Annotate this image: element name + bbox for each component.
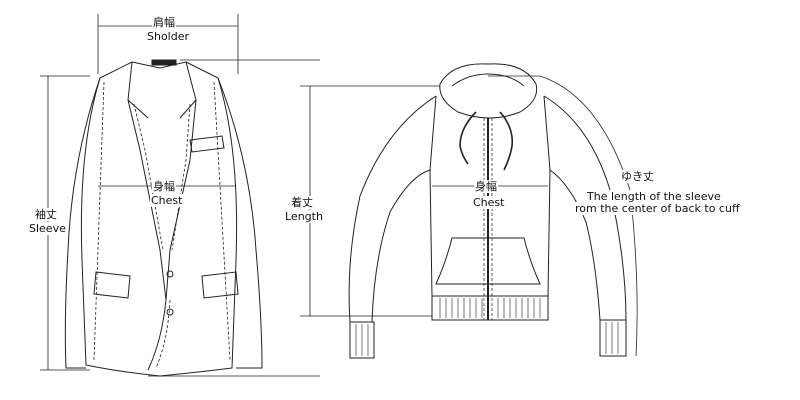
hoodie-hood-inner xyxy=(451,73,525,87)
jacket-pocket-right xyxy=(201,271,239,299)
hoodie-drawing xyxy=(348,63,627,359)
hoodie-left-cuff xyxy=(349,321,375,359)
length-guide xyxy=(300,85,440,317)
jacket-front-edge xyxy=(147,299,167,371)
jacket-left-sleeve xyxy=(64,77,101,369)
jacket-sleeve-label-en: Sleeve xyxy=(28,222,67,235)
jacket-button-lower xyxy=(166,308,174,316)
hoodie-cuff-ribs xyxy=(355,322,619,356)
jacket-button-upper xyxy=(166,270,174,278)
hoodie-yuki-label-en-line2: rom the center of back to cuff xyxy=(574,202,741,215)
jacket-sleeve-label-jp: 袖丈 xyxy=(34,208,58,221)
hoodie-hem-ribs xyxy=(439,298,541,318)
hoodie-chest-label-jp: 身幅 xyxy=(474,180,498,193)
hoodie-yuki-label-jp: ゆき丈 xyxy=(620,170,655,183)
jacket-stitching xyxy=(93,81,231,369)
hoodie-drawstring-left xyxy=(459,111,477,165)
jacket-chest-label-en: Chest xyxy=(150,194,184,207)
jacket-pocket-left xyxy=(93,271,131,299)
hoodie-chest-label-en: Chest xyxy=(472,196,506,209)
jacket-collar xyxy=(127,61,197,119)
hoodie-right-cuff xyxy=(599,319,627,357)
hoodie-guides xyxy=(432,75,638,357)
jacket-body-outline xyxy=(80,61,238,377)
length-label-en: Length xyxy=(284,210,324,223)
jacket-shoulder-label-jp: 肩幅 xyxy=(152,16,176,29)
hoodie-left-sleeve xyxy=(348,95,437,323)
hoodie-hood xyxy=(439,63,538,119)
hoodie-drawstring-right xyxy=(499,111,514,171)
hoodie-pocket xyxy=(435,237,541,285)
hoodie-yuki-label-en-line1: The length of the sleeve xyxy=(586,190,722,203)
jacket-drawing xyxy=(64,59,263,377)
jacket-label-tag xyxy=(151,59,177,66)
length-label-jp: 着丈 xyxy=(290,196,314,209)
jacket-chest-pocket xyxy=(189,135,225,153)
hoodie-hem xyxy=(431,295,549,321)
jacket-shoulder-label-en: Sholder xyxy=(146,30,191,43)
jacket-chest-label-jp: 身幅 xyxy=(152,180,176,193)
jacket-right-sleeve xyxy=(217,77,263,369)
